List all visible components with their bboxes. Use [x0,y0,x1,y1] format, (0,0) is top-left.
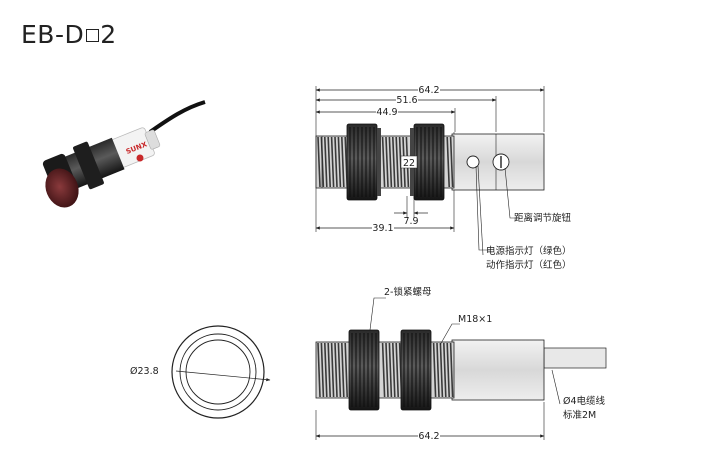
thread-ridge [381,342,386,398]
thread-ridge [443,342,447,398]
thread-ridge [385,136,389,188]
thread-ridge [388,342,393,398]
top-view: 64.2 51.6 44.9 7.9 39.1 22 [315,84,572,271]
dim-nut-width: 22 [403,158,415,169]
label-cable-diameter: Ø4电缆线 [563,395,606,407]
dim-thread-length: 44.9 [376,107,397,118]
thread-ridge [317,342,321,398]
thread-ridge [317,136,321,188]
thread-ridge [449,342,454,398]
sensor-lens [45,168,79,208]
led-indicator [466,155,480,169]
label-cable-length: 标准2M [563,409,596,421]
thread-ridge [334,342,338,398]
model-placeholder-box [86,29,100,42]
dim-diameter: Ø23.8 [130,366,159,377]
thread-ridge [324,136,328,188]
thread-ridge [449,136,454,188]
cable-side [543,347,607,369]
thread-ridge [381,136,386,188]
sensor-photo: SUNX [42,100,206,208]
label-action-led: 动作指示灯（红色） [486,259,572,271]
label-thread-spec: M18×1 [458,314,492,325]
dim-body-length: 39.1 [372,223,393,234]
side-view: 64.2 2-锁紧螺母 M18×1 Ø4电缆线 标准2M [315,286,607,442]
dim-to-cap: 51.6 [396,95,417,106]
dim-overall-bottom: 64.2 [418,431,439,442]
thread-ridge [344,342,348,398]
thread-ridge [341,136,345,188]
label-distance-knob: 距离调节旋钮 [514,212,572,224]
label-power-led: 电源指示灯（绿色） [486,245,572,257]
thread-ridge [337,342,342,398]
thread-ridge [395,342,399,398]
cable [148,100,206,134]
sensor-indicator [136,154,144,162]
thread-ridge [392,136,396,188]
thread-ridge [320,342,325,398]
sensor-nut [73,141,104,190]
thread-ridge [392,342,396,398]
thread-ridge [330,136,335,188]
model-suffix: 2 [100,20,117,49]
thread-ridge [432,342,437,398]
model-title: EB-D 2 [21,20,117,49]
thread-ridge [334,136,338,188]
thread-ridge [398,136,403,188]
thread-ridge [330,342,335,398]
dim-overall-top: 64.2 [418,85,439,96]
thread-ridge [324,342,328,398]
thread-ridge [446,136,450,188]
dim-nut-gap: 7.9 [403,216,418,227]
thread-ridge [341,342,345,398]
thread-ridge [327,136,331,188]
housing-cap-side [451,339,545,401]
end-lens [185,339,251,405]
thread-ridge [327,342,331,398]
thread-ridge [439,342,444,398]
label-lock-nuts: 2-锁紧螺母 [384,286,431,298]
thread-ridge [385,342,389,398]
thread-ridge [388,136,393,188]
end-view: Ø23.8 [130,325,271,419]
thread-ridge [446,342,450,398]
thread-ridge [395,136,399,188]
model-prefix: EB-D [21,20,85,49]
thread-ridge [337,136,342,188]
thread-ridge [436,342,440,398]
